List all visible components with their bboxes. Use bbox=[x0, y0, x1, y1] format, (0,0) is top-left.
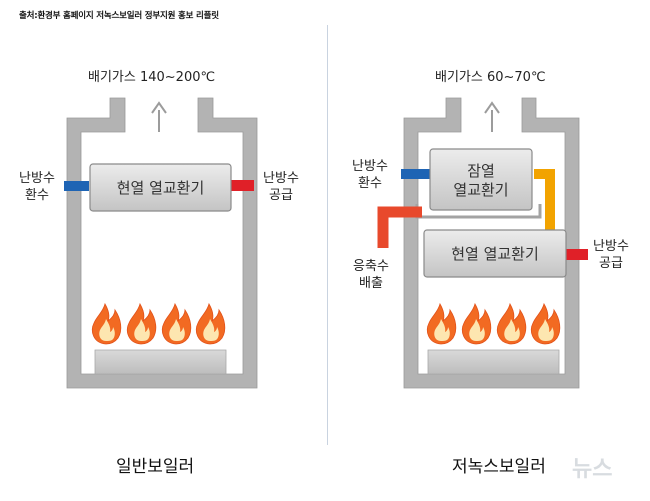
left-supply-pipe bbox=[228, 180, 254, 191]
center-divider bbox=[327, 25, 328, 445]
left-burner-flames bbox=[91, 303, 226, 345]
right-latent-exchanger-label: 잠열 열교환기 bbox=[453, 162, 509, 199]
right-return-label: 난방수 환수 bbox=[352, 159, 388, 191]
left-boiler-casing bbox=[66, 97, 258, 389]
left-caption: 일반보일러 bbox=[116, 457, 195, 477]
watermark: 뉴스 bbox=[572, 457, 613, 482]
right-exhaust-arrow bbox=[484, 101, 500, 132]
left-exhaust-arrow bbox=[151, 101, 167, 132]
left-supply-label: 난방수 공급 bbox=[263, 171, 299, 203]
left-return-label: 난방수 환수 bbox=[19, 171, 55, 203]
left-sensible-heat-exchanger bbox=[89, 163, 232, 212]
left-return-pipe bbox=[64, 181, 89, 191]
right-sensible-heat-exchanger bbox=[423, 229, 567, 278]
left-exhaust-label: 배기가스 140~200℃ bbox=[88, 70, 216, 85]
right-supply-pipe bbox=[566, 249, 588, 260]
right-return-pipe bbox=[401, 169, 431, 179]
left-burner-base bbox=[94, 349, 227, 375]
source-note: 출처:환경부 홈페이지 저녹스보일러 정부지원 홍보 리플릿 bbox=[19, 11, 219, 21]
right-caption: 저녹스보일러 bbox=[452, 457, 546, 477]
right-supply-label: 난방수 공급 bbox=[593, 239, 629, 271]
right-exhaust-label: 배기가스 60~70℃ bbox=[435, 70, 546, 85]
condensate-label: 응축수 배출 bbox=[353, 259, 389, 291]
right-burner-base bbox=[427, 349, 560, 375]
right-latent-heat-exchanger bbox=[429, 148, 533, 211]
right-sensible-exchanger-label: 현열 열교환기 bbox=[451, 245, 539, 263]
left-sensible-exchanger-label: 현열 열교환기 bbox=[116, 179, 205, 197]
right-boiler-casing bbox=[403, 97, 580, 389]
right-burner-flames bbox=[426, 303, 561, 345]
connector-pipe bbox=[534, 169, 555, 232]
condensate-drain-pipe bbox=[377, 206, 422, 248]
